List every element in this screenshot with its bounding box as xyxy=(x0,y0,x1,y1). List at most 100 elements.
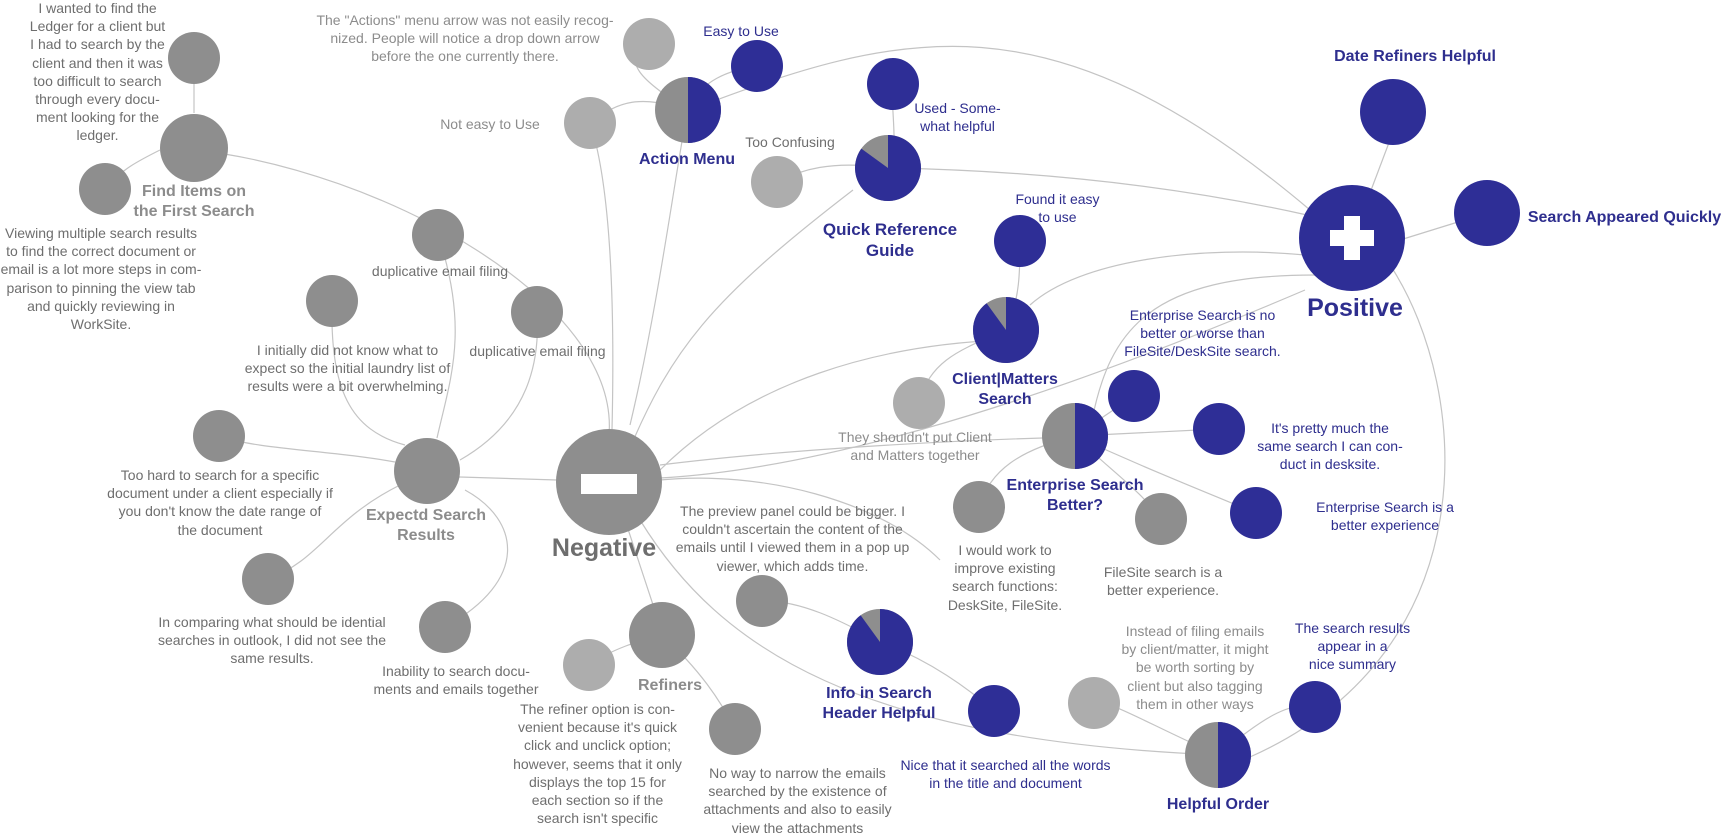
minus-icon xyxy=(581,474,637,494)
leaf-search-quickly xyxy=(1454,180,1520,246)
comment-pretty-much: It's pretty much the same search I can c… xyxy=(1257,420,1403,473)
comment-initially: I initially did not know what to expect … xyxy=(244,342,451,395)
comment-no-better: Enterprise Search is no better or worse … xyxy=(1124,307,1281,360)
link xyxy=(594,139,614,431)
comment-used-somewhat: Used - Some- what helpful xyxy=(914,100,1001,135)
topic-find-items-label: Find Items on the First Search xyxy=(133,183,255,220)
leaf-inability xyxy=(419,601,471,653)
node-layer xyxy=(79,18,1520,788)
comment-better-experience: Enterprise Search is a better experience xyxy=(1316,499,1454,534)
comment-all-words: Nice that it searched all the words in t… xyxy=(900,757,1111,792)
comment-inability: Inability to search docu- ments and emai… xyxy=(373,663,539,698)
comment-too-confusing: Too Confusing xyxy=(745,134,835,150)
link xyxy=(444,489,509,628)
leaf-would-work xyxy=(953,481,1005,533)
leaf-dup2 xyxy=(511,286,563,338)
comment-instead-filing: Instead of filing emails by client/matte… xyxy=(1121,623,1269,712)
leaf-dup1 xyxy=(412,209,464,261)
link xyxy=(436,234,456,439)
leaf-filesite-better xyxy=(1135,493,1187,545)
pie-positive-share xyxy=(1218,722,1251,788)
comment-search-quickly: Search Appeared Quickly xyxy=(1527,209,1722,226)
leaf-pretty-much xyxy=(1193,403,1245,455)
topic-expected-results xyxy=(394,438,460,504)
pie-positive-share xyxy=(688,77,721,143)
link xyxy=(1029,251,1306,306)
comment-filesite-better: FileSite search is a better experience. xyxy=(1103,564,1223,599)
topic-refiners xyxy=(629,602,695,668)
pie-positive-share xyxy=(855,135,921,201)
topic-quick-reference xyxy=(855,135,921,201)
pie-positive-share xyxy=(973,297,1039,363)
leaf-instead-filing xyxy=(1068,677,1120,729)
comment-actions-arrow: The "Actions" menu arrow was not easily … xyxy=(316,12,614,65)
leaf-refiner-option xyxy=(563,639,615,691)
comment-would-work: I would work to improve existing search … xyxy=(947,542,1063,613)
link xyxy=(659,477,941,561)
link xyxy=(639,519,1219,756)
link xyxy=(194,149,610,436)
leaf-no-better xyxy=(1108,370,1160,422)
comment-easy: Easy to Use xyxy=(703,23,779,39)
leaf-too-hard xyxy=(193,410,245,462)
leaf-shouldnt-put xyxy=(893,377,945,429)
topic-info-header-label: Info in Search Header Helpful xyxy=(822,685,936,722)
leaf-used-somewhat xyxy=(867,58,919,110)
leaf-comparing xyxy=(242,553,294,605)
leaf-found-easy xyxy=(994,215,1046,267)
link xyxy=(659,436,1078,466)
negative-hub-label: Negative xyxy=(551,534,657,562)
topic-enterprise xyxy=(1042,403,1108,469)
topic-client-matters-label: Client|Matters Search xyxy=(952,371,1058,408)
comment-found-easy: Found it easy to use xyxy=(1015,191,1100,226)
leaf-better-experience xyxy=(1230,487,1282,539)
topic-client-matters xyxy=(973,297,1039,363)
leaf-ledger xyxy=(168,32,220,84)
topic-action-menu xyxy=(655,77,721,143)
topic-enterprise-label: Enterprise Search Better? xyxy=(1006,477,1144,514)
link xyxy=(624,189,854,461)
leaf-too-confusing xyxy=(751,156,803,208)
comment-not-easy: Not easy to Use xyxy=(440,116,540,132)
leaf-viewing-multiple xyxy=(79,163,131,215)
comment-no-way: No way to narrow the emails searched by … xyxy=(703,765,892,836)
leaf-summary xyxy=(1289,681,1341,733)
comment-refiner-option: The refiner option is con- venient becau… xyxy=(513,701,682,827)
link xyxy=(331,300,406,446)
comment-ledger: I wanted to find the Ledger for a client… xyxy=(29,0,166,144)
leaf-all-words xyxy=(968,685,1020,737)
link xyxy=(659,339,1004,471)
pie-positive-share xyxy=(1075,403,1108,469)
leaf-date-refiners xyxy=(1360,79,1426,145)
comment-preview-panel: The preview panel could be bigger. I cou… xyxy=(675,503,910,574)
comment-summary: The search results appear in a nice summ… xyxy=(1294,620,1411,673)
topic-helpful-order xyxy=(1185,722,1251,788)
leaf-initially xyxy=(306,275,358,327)
topic-quick-reference-label: Quick Reference Guide xyxy=(822,220,958,261)
comment-dup1: duplicative email filing xyxy=(371,263,509,279)
topic-expected-results-label: Expectd Search Results xyxy=(365,507,487,544)
leaf-easy xyxy=(731,40,783,92)
comment-shouldnt-put: They shouldn't put Client and Matters to… xyxy=(838,429,992,464)
leaf-no-way xyxy=(709,703,761,755)
topic-action-menu-label: Action Menu xyxy=(639,151,735,168)
comment-comparing: In comparing what should be idential sea… xyxy=(157,614,387,667)
topic-find-items xyxy=(160,114,228,182)
comment-date-refiners: Date Refiners Helpful xyxy=(1334,48,1496,65)
link xyxy=(889,167,1308,216)
positive-hub-label: Positive xyxy=(1307,294,1403,322)
comment-dup2: duplicative email filing xyxy=(469,343,606,359)
topic-info-header xyxy=(847,609,914,675)
comment-viewing-multiple: Viewing multiple search results to find … xyxy=(0,225,202,332)
comment-too-hard: Too hard to search for a specific docume… xyxy=(107,467,333,538)
leaf-preview-panel xyxy=(736,575,788,627)
topic-refiners-label: Refiners xyxy=(637,677,703,694)
plus-icon-vertical xyxy=(1344,216,1360,260)
leaf-actions-arrow xyxy=(623,18,675,70)
link xyxy=(1091,274,1316,421)
link xyxy=(218,435,396,463)
pie-positive-share xyxy=(847,609,914,675)
leaf-not-easy xyxy=(564,97,616,149)
link xyxy=(659,289,1306,479)
